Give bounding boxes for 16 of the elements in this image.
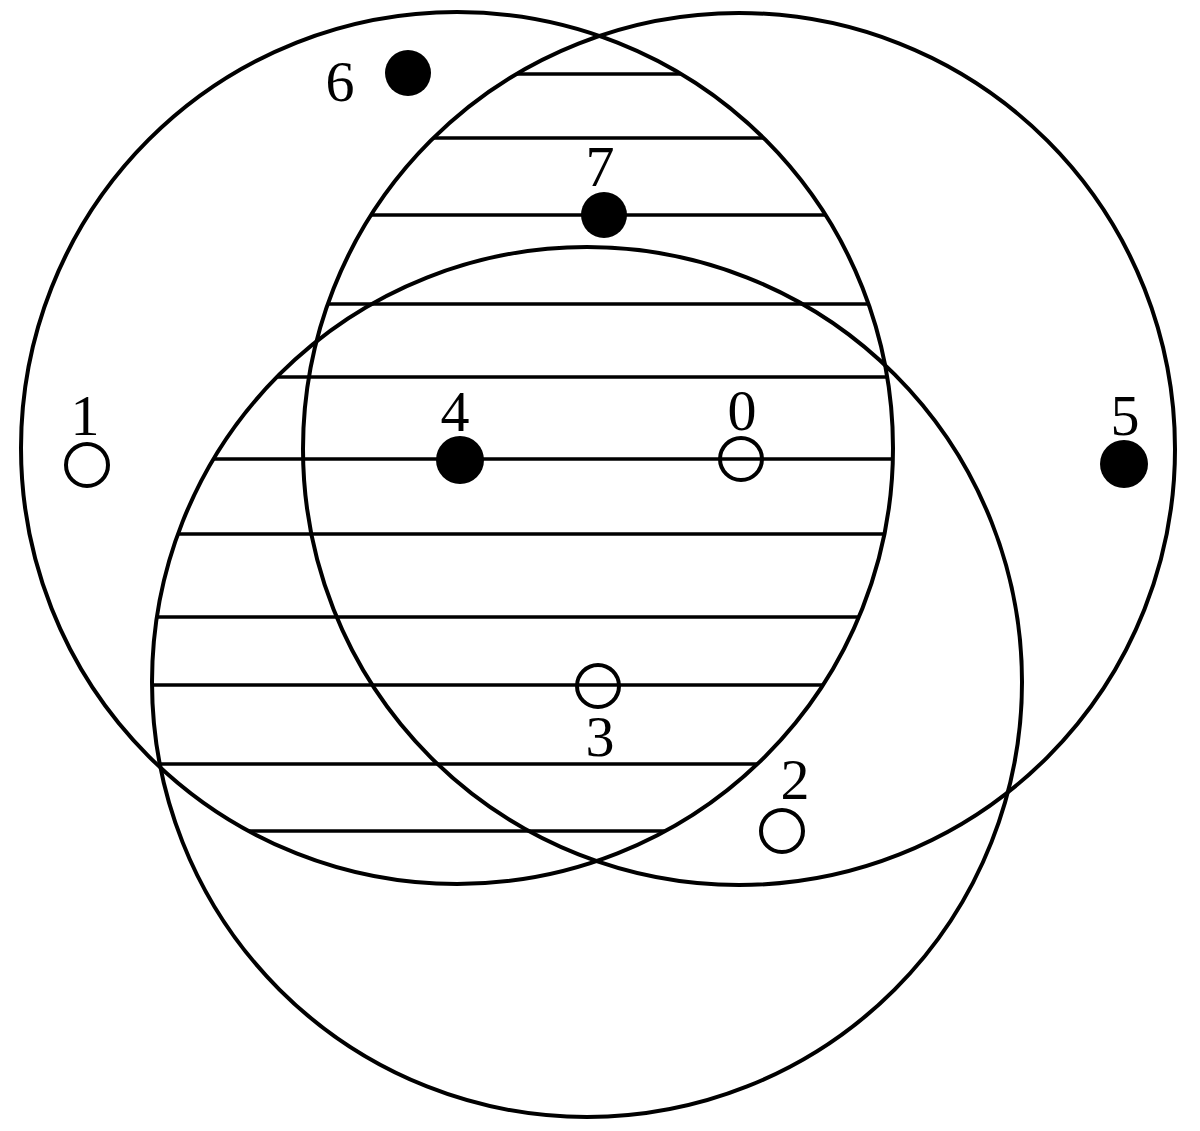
point-label: 1 — [70, 393, 100, 440]
point-label: 7 — [585, 144, 615, 191]
filled-point-marker — [436, 436, 484, 484]
hollow-point-marker — [575, 663, 621, 709]
filled-point-marker — [581, 192, 627, 238]
filled-point-marker — [385, 50, 431, 96]
point-label: 2 — [780, 757, 810, 804]
hollow-point-marker — [718, 436, 764, 482]
point-label: 3 — [585, 714, 615, 761]
point-label: 5 — [1110, 393, 1140, 440]
hollow-point-marker — [64, 442, 110, 488]
point-label: 6 — [325, 59, 355, 106]
point-label: 0 — [727, 388, 757, 435]
filled-point-marker — [1100, 440, 1148, 488]
hollow-point-marker — [759, 808, 805, 854]
point-label: 4 — [440, 389, 470, 436]
